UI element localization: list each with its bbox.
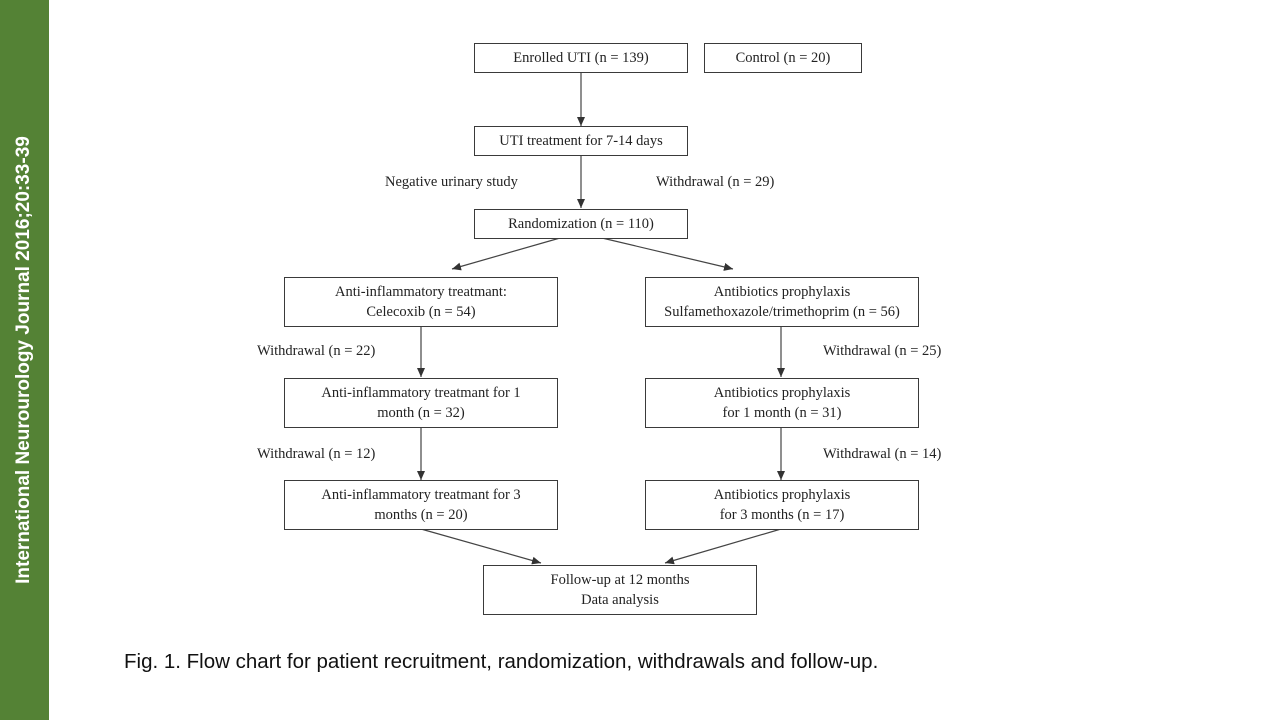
arrow-randomization-to-left	[451, 237, 561, 271]
left-box-1-line2: Celecoxib (n = 54)	[366, 304, 476, 320]
negative-study-label: Negative urinary study	[385, 174, 518, 190]
left-box-3: Anti-inflammatory treatmant for 3 months…	[284, 480, 558, 530]
left-box-2-line2: month (n = 32)	[377, 405, 465, 421]
right-box-2: Antibiotics prophylaxis for 1 month (n =…	[645, 378, 919, 428]
enrolled-text: Enrolled UTI (n = 139)	[513, 50, 649, 66]
figure-caption: Fig. 1. Flow chart for patient recruitme…	[124, 650, 879, 673]
treatment-box: UTI treatment for 7-14 days	[474, 126, 688, 156]
control-box: Control (n = 20)	[704, 43, 862, 73]
left-box-2: Anti-inflammatory treatmant for 1 month …	[284, 378, 558, 428]
right-withdrawal-2: Withdrawal (n = 14)	[823, 446, 942, 462]
left-withdrawal-2: Withdrawal (n = 12)	[257, 446, 376, 462]
arrow-randomization-to-right	[601, 237, 734, 271]
right-box-3: Antibiotics prophylaxis for 3 months (n …	[645, 480, 919, 530]
final-line1: Follow-up at 12 months	[550, 572, 690, 588]
final-line2: Data analysis	[581, 592, 659, 608]
journal-sidebar: International Neurourology Journal 2016;…	[0, 0, 49, 720]
withdrawal-top-label: Withdrawal (n = 29)	[656, 174, 775, 190]
left-box-3-line1: Anti-inflammatory treatmant for 3	[321, 487, 521, 503]
left-box-1-line1: Anti-inflammatory treatmant:	[335, 284, 507, 300]
right-box-1-line2: Sulfamethoxazole/trimethoprim (n = 56)	[664, 304, 900, 320]
randomization-text: Randomization (n = 110)	[508, 216, 654, 232]
right-box-3-line1: Antibiotics prophylaxis	[713, 487, 851, 503]
right-box-1: Antibiotics prophylaxis Sulfamethoxazole…	[645, 277, 919, 327]
arrow-left-to-final	[420, 528, 542, 565]
treatment-text: UTI treatment for 7-14 days	[499, 133, 663, 149]
left-box-2-line1: Anti-inflammatory treatmant for 1	[321, 385, 521, 401]
right-box-3-line2: for 3 months (n = 17)	[719, 507, 845, 523]
control-text: Control (n = 20)	[735, 50, 831, 66]
right-box-2-line2: for 1 month (n = 31)	[722, 405, 842, 421]
left-withdrawal-1: Withdrawal (n = 22)	[257, 343, 376, 359]
right-box-1-line1: Antibiotics prophylaxis	[713, 284, 851, 300]
left-box-3-line2: months (n = 20)	[374, 507, 468, 523]
randomization-box: Randomization (n = 110)	[474, 209, 688, 239]
final-box: Follow-up at 12 months Data analysis	[483, 565, 757, 615]
left-box-1: Anti-inflammatory treatmant: Celecoxib (…	[284, 277, 558, 327]
right-box-2-line1: Antibiotics prophylaxis	[713, 385, 851, 401]
arrow-right-to-final	[664, 528, 782, 565]
enrolled-box: Enrolled UTI (n = 139)	[474, 43, 688, 73]
right-withdrawal-1: Withdrawal (n = 25)	[823, 343, 942, 359]
